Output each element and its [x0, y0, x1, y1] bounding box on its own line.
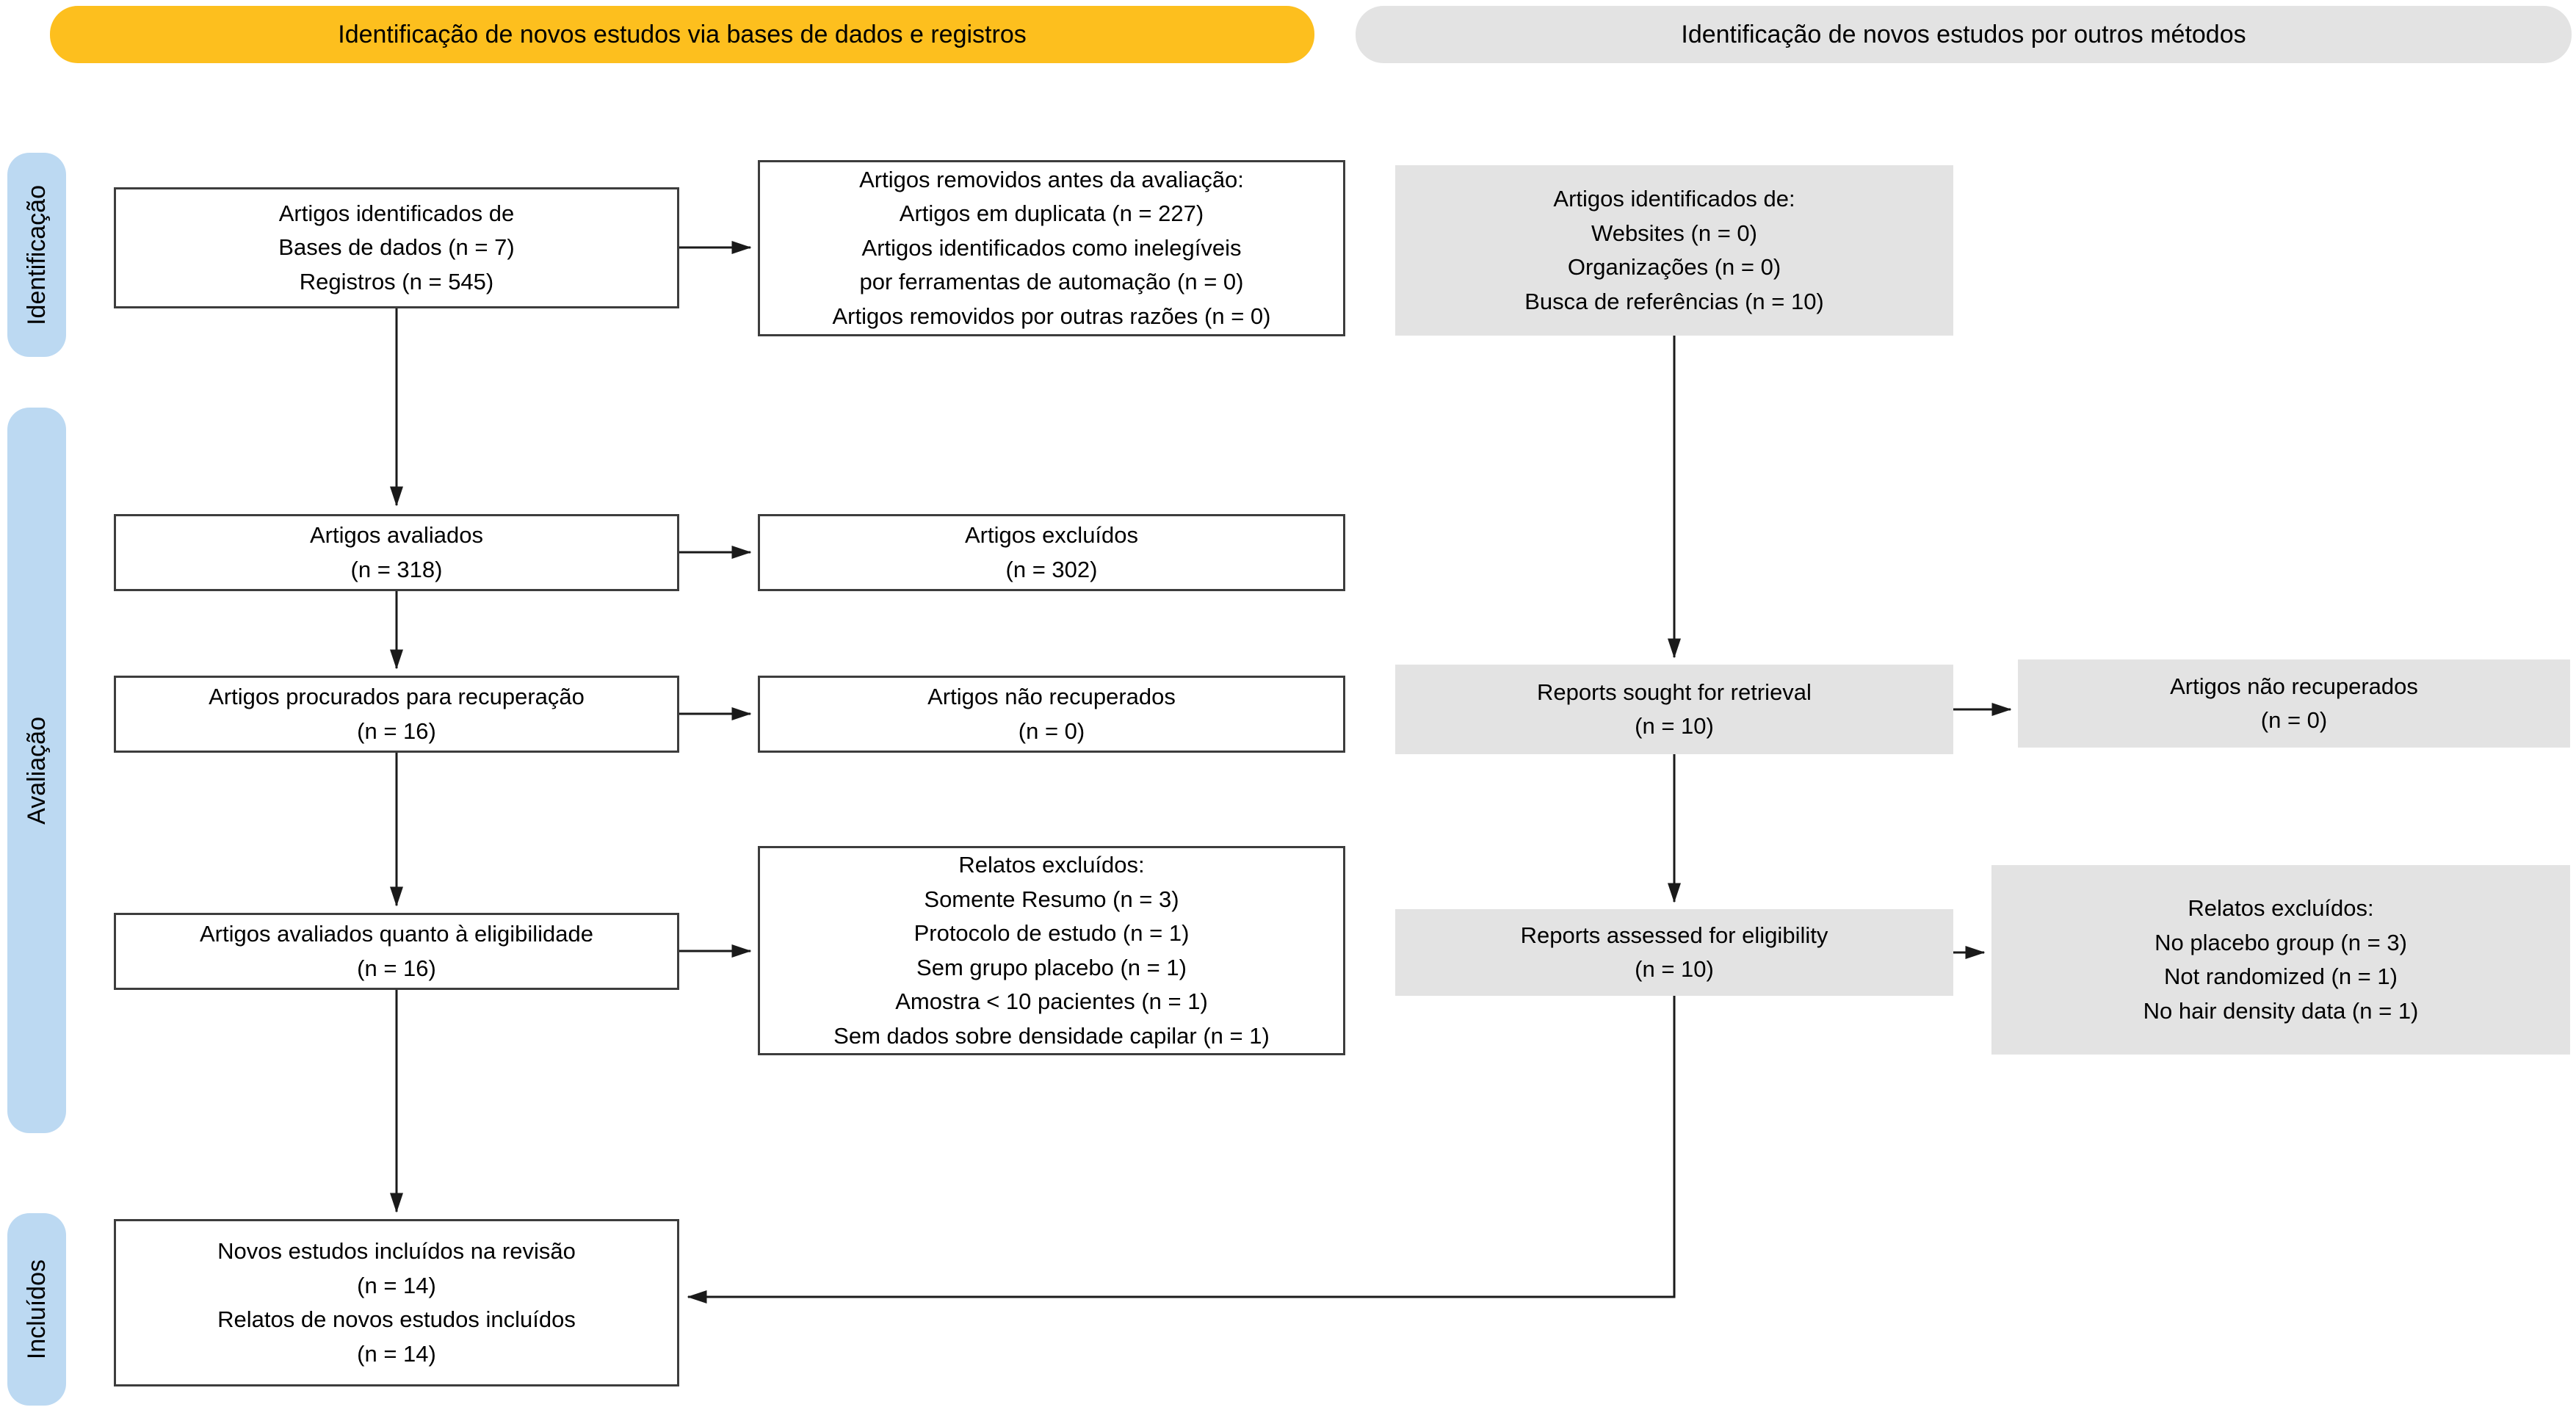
- box-records-identified: Artigos identificados de Bases de dados …: [114, 187, 679, 308]
- header-databases-label: Identificação de novos estudos via bases…: [338, 20, 1027, 48]
- box-records-screened: Artigos avaliados (n = 318): [114, 514, 679, 591]
- stage-identification-label: Identificação: [22, 184, 51, 325]
- box-other-reports-sought: Reports sought for retrieval (n = 10): [1395, 665, 1953, 754]
- stage-included-label: Incluídos: [22, 1259, 51, 1360]
- stage-included: Incluídos: [7, 1213, 66, 1406]
- box-other-reports-not-retrieved: Artigos não recuperados (n = 0): [2018, 659, 2570, 748]
- box-reports-assessed: Artigos avaliados quanto à eligibilidade…: [114, 913, 679, 990]
- header-databases-registers: Identificação de novos estudos via bases…: [50, 6, 1314, 63]
- box-reports-sought: Artigos procurados para recuperação (n =…: [114, 676, 679, 753]
- box-other-reports-excluded: Relatos excluídos: No placebo group (n =…: [1991, 865, 2570, 1055]
- box-records-removed-before-screening: Artigos removidos antes da avaliação: Ar…: [758, 160, 1345, 336]
- header-other-methods: Identificação de novos estudos por outro…: [1356, 6, 2572, 63]
- box-records-excluded: Artigos excluídos (n = 302): [758, 514, 1345, 591]
- stage-screening: Avaliação: [7, 408, 66, 1133]
- box-new-studies-included: Novos estudos incluídos na revisão (n = …: [114, 1219, 679, 1386]
- stage-screening-label: Avaliação: [22, 716, 51, 825]
- box-other-reports-assessed: Reports assessed for eligibility (n = 10…: [1395, 909, 1953, 996]
- box-reports-excluded-reasons: Relatos excluídos: Somente Resumo (n = 3…: [758, 846, 1345, 1055]
- header-other-methods-label: Identificação de novos estudos por outro…: [1681, 20, 2246, 48]
- box-reports-not-retrieved: Artigos não recuperados (n = 0): [758, 676, 1345, 753]
- stage-identification: Identificação: [7, 153, 66, 357]
- box-other-records-identified: Artigos identificados de: Websites (n = …: [1395, 165, 1953, 336]
